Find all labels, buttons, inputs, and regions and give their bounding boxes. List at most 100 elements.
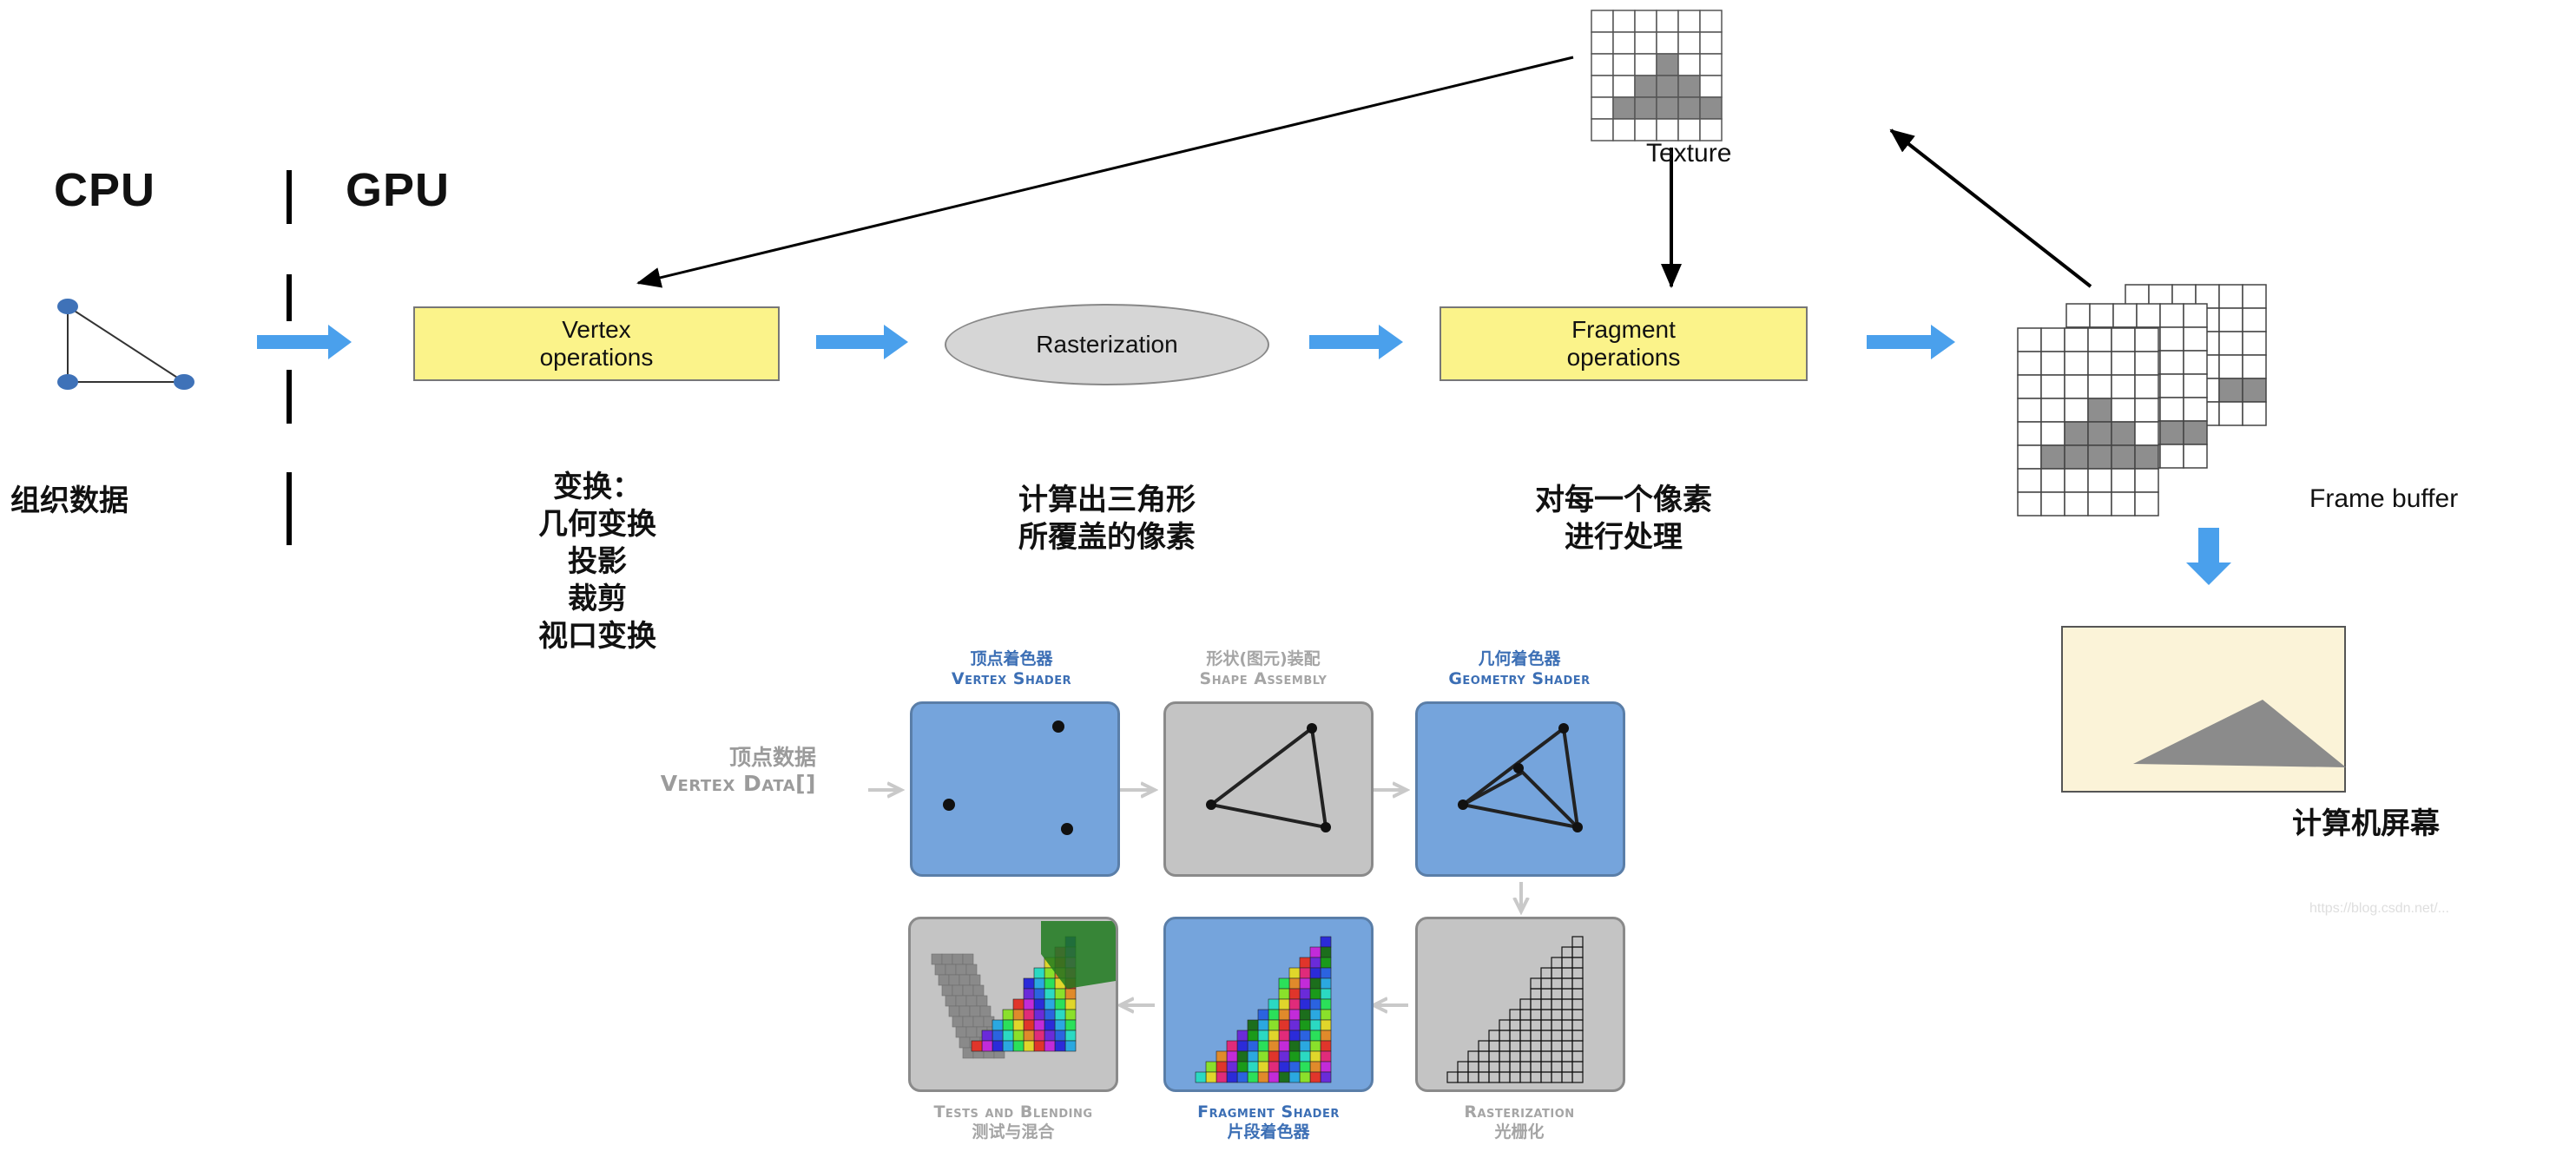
texture-cell	[1612, 118, 1636, 141]
fragment-pixel	[1299, 1030, 1311, 1042]
frame-buffer-cell	[2134, 468, 2159, 493]
fragment-shader-cn: 片段着色器	[1227, 1122, 1310, 1142]
blend-shadow-pixel	[969, 1005, 981, 1017]
texture-cell	[1591, 31, 1614, 55]
frame-buffer-cell	[2064, 468, 2089, 493]
blend-shadow-pixel	[965, 995, 978, 1007]
fragment-pixel	[1288, 1040, 1301, 1052]
frame-buffer-cell	[2017, 444, 2042, 470]
texture-cell	[1612, 75, 1636, 98]
frame-buffer-cell	[2183, 444, 2208, 469]
blend-pixel	[1064, 988, 1077, 1000]
fragment-pixel	[1299, 1071, 1311, 1083]
fragment-pixel	[1299, 998, 1311, 1010]
frame-buffer-cell	[2183, 373, 2208, 398]
blend-shadow-pixel	[948, 974, 960, 986]
computer-screen-label: 计算机屏幕	[2292, 806, 2440, 841]
blend-shadow-pixel	[941, 984, 953, 997]
blend-pixel	[981, 1040, 993, 1052]
fragment-pixel	[1278, 1061, 1290, 1073]
raster-pixel	[1540, 967, 1552, 979]
blend-shadow-pixel	[959, 1036, 971, 1049]
frame-buffer-cell	[2111, 491, 2136, 516]
fragment-pixel	[1257, 1050, 1269, 1063]
opengl-rasterization-en: Rasterization	[1464, 1102, 1575, 1122]
fragment-pixel	[1257, 1071, 1269, 1083]
raster-pixel	[1509, 1030, 1521, 1042]
frame-buffer-cell	[2087, 398, 2112, 423]
texture-cell	[1591, 96, 1614, 120]
frame-buffer-cell	[2159, 397, 2184, 422]
texture-cell	[1699, 96, 1723, 120]
frame-buffer-cell	[2064, 351, 2089, 376]
frame-buffer-cell	[2218, 307, 2243, 332]
raster-pixel	[1467, 1061, 1479, 1073]
frame-buffer-cell	[2087, 444, 2112, 470]
fragment-pixel	[1309, 1019, 1321, 1031]
frame-buffer-cell	[2040, 398, 2065, 423]
blend-green-overlay	[1041, 921, 1116, 989]
fragment-pixel	[1236, 1030, 1248, 1042]
frame-buffer-cell	[2134, 351, 2159, 376]
fragment-shader-caption: Fragment Shader 片段着色器	[1155, 1102, 1382, 1142]
frame-buffer-cell	[2087, 468, 2112, 493]
fragment-pixel	[1247, 1019, 1259, 1031]
vertex-operations-desc: 变换： 几何变换 投影 裁剪 视口变换	[538, 470, 656, 654]
blend-pixel	[1064, 1009, 1077, 1021]
frame-buffer-cell	[2134, 421, 2159, 446]
tests-blending-en: Tests and Blending	[933, 1102, 1093, 1122]
raster-pixel	[1561, 1030, 1573, 1042]
fragment-pixel	[1288, 967, 1301, 979]
fragment-pixel	[1236, 1040, 1248, 1052]
frame-buffer-cell	[2064, 444, 2089, 470]
blend-pixel	[1033, 1030, 1045, 1042]
raster-pixel	[1571, 946, 1584, 958]
frame-buffer-cell	[2218, 401, 2243, 426]
fragment-pixel	[1257, 1040, 1269, 1052]
raster-pixel	[1509, 1071, 1521, 1083]
raster-pixel	[1488, 1061, 1500, 1073]
blend-pixel	[971, 1040, 983, 1052]
fragment-pixel	[1278, 977, 1290, 990]
frame-buffer-cell	[2087, 491, 2112, 516]
raster-pixel	[1499, 1061, 1511, 1073]
fragment-pixel	[1320, 967, 1332, 979]
geometry-shader-caption: 几何着色器 Geometry Shader	[1407, 649, 1632, 689]
fragment-pixel	[1320, 1071, 1332, 1083]
frame-buffer-cell	[2159, 303, 2184, 328]
texture-cell	[1677, 10, 1701, 33]
frame-buffer-cell	[2087, 327, 2112, 352]
texture-cell	[1656, 96, 1679, 120]
texture-cell	[1591, 10, 1614, 33]
frame-buffer-cell	[2242, 284, 2267, 309]
texture-cell	[1612, 10, 1636, 33]
texture-cell	[1591, 75, 1614, 98]
cpu-triangle-icon	[57, 299, 194, 390]
geometry-shader-en: Geometry Shader	[1448, 669, 1591, 688]
blend-shadow-pixel	[962, 953, 974, 965]
shape-assembly-stage	[1163, 701, 1374, 877]
texture-label: Texture	[1646, 139, 1732, 168]
frame-buffer-cell	[2111, 374, 2136, 399]
fragment-pixel	[1309, 988, 1321, 1000]
raster-pixel	[1530, 1050, 1542, 1063]
fragment-pixel	[1268, 1061, 1280, 1073]
frame-buffer-cell	[2017, 374, 2042, 399]
blend-shadow-pixel	[952, 1016, 964, 1028]
frame-buffer-cell	[2183, 326, 2208, 352]
fragment-pixel	[1299, 1019, 1311, 1031]
texture-cell	[1612, 31, 1636, 55]
raster-pixel	[1519, 998, 1532, 1010]
raster-pixel	[1551, 1071, 1563, 1083]
fragment-pixel	[1309, 998, 1321, 1010]
raster-pixel	[1540, 1019, 1552, 1031]
texture-cell	[1656, 10, 1679, 33]
frame-buffer-cell	[2017, 327, 2042, 352]
frame-buffer-cell	[2159, 326, 2184, 352]
raster-pixel	[1540, 1040, 1552, 1052]
texture-cell	[1634, 75, 1657, 98]
raster-pixel	[1519, 1030, 1532, 1042]
frame-buffer-cell	[2159, 420, 2184, 445]
fragment-operations-desc: 对每一个像素 进行处理	[1535, 483, 1712, 555]
raster-pixel	[1561, 977, 1573, 990]
